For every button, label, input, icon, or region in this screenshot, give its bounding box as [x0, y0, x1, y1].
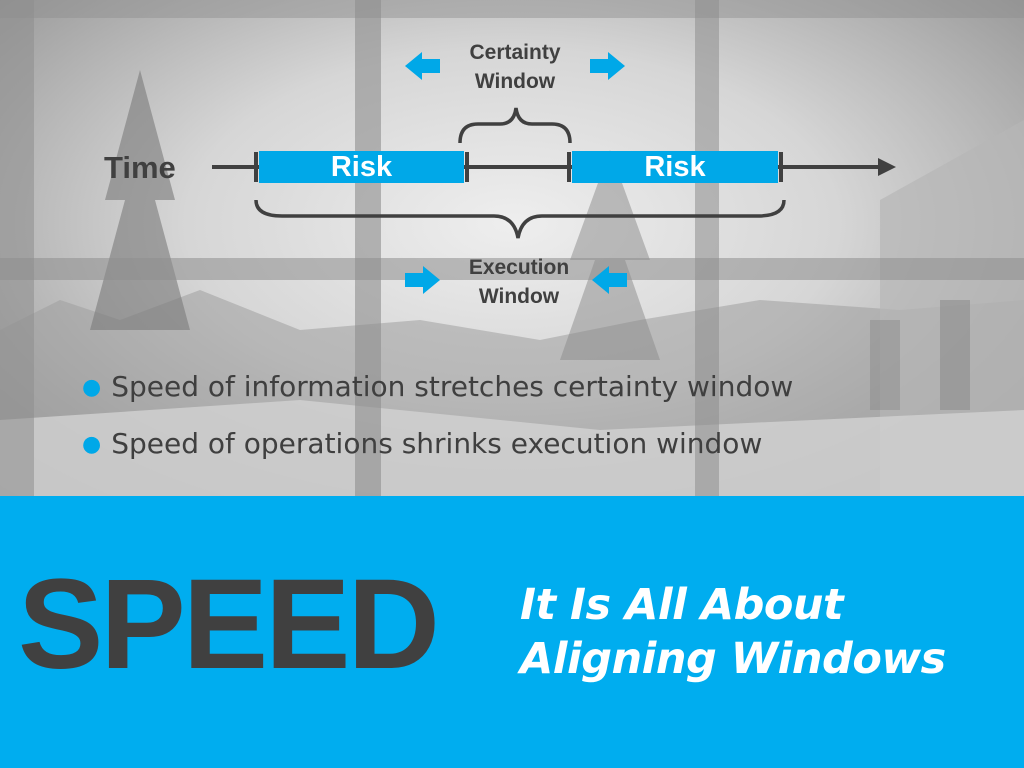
banner-title: SPEED — [18, 553, 440, 696]
arrow-right-icon — [405, 266, 440, 294]
tagline-line-1: It Is All About — [520, 580, 844, 630]
certainty-brace — [458, 107, 572, 144]
bullet-item: ● Speed of operations shrinks execution w… — [82, 424, 793, 481]
bullet-text: Speed of information stretches certainty… — [111, 370, 794, 403]
banner-tagline: It Is All About Aligning Windows — [520, 578, 946, 686]
certainty-label-line-1: Certainty — [469, 41, 561, 64]
title-banner: SPEED It Is All About Aligning Windows — [0, 496, 1024, 768]
execution-label-line-1: Execution — [468, 256, 570, 279]
execution-label-line-2: Window — [478, 285, 560, 308]
certainty-window-label: Certainty Window — [440, 38, 590, 96]
window-frame-graphic — [0, 0, 1024, 496]
risk-box: Risk — [259, 151, 464, 183]
bullet-list: ● Speed of information stretches certaint… — [82, 367, 793, 481]
bullet-item: ● Speed of information stretches certaint… — [82, 367, 793, 424]
time-label: Time — [104, 150, 176, 185]
certainty-label-line-2: Window — [474, 70, 556, 93]
arrow-left-icon — [592, 266, 627, 294]
arrow-left-icon — [405, 52, 440, 80]
window-photo-background — [0, 0, 1024, 496]
execution-window-label: Execution Window — [444, 253, 594, 311]
risk-box: Risk — [572, 151, 778, 183]
bullet-dot-icon: ● — [82, 375, 102, 400]
time-axis-arrowhead — [878, 158, 896, 176]
bullet-text: Speed of operations shrinks execution wi… — [111, 427, 763, 460]
bullet-dot-icon: ● — [82, 432, 102, 457]
tagline-line-2: Aligning Windows — [520, 634, 946, 684]
execution-brace — [254, 199, 786, 239]
arrow-right-icon — [590, 52, 625, 80]
